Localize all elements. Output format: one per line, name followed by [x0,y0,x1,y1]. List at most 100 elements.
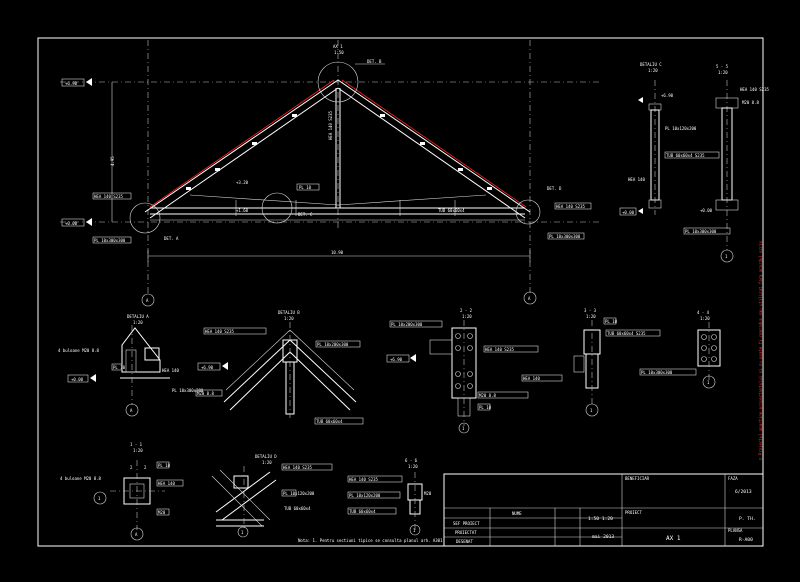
section-66-callout-1: HEA 140 S235 [349,477,378,482]
bolt-mark [186,187,191,190]
detail-d-plate [233,475,249,489]
section-22-callout-2: HEA 140 S235 [485,347,514,352]
detail-b-datum: +6.90 [201,365,214,370]
section-44-bolt [711,334,717,340]
detail-b-callout-box-1 [203,327,267,335]
section-22-bolt [455,383,461,389]
section-22-title: 2 - 2 [460,308,473,313]
detail-d-brace-1 [211,475,263,527]
title-label-beneficiary: BENEFICIAR [625,476,650,481]
section-22-bolt [467,383,473,389]
callout-left-1: HEA 140 S235 [94,194,123,199]
detail-b-rafter-right-3 [289,329,355,391]
section-3-3: 3 - 3 1:20 PL 10 TUB 60x60x4 S235 HEA 14… [521,308,661,417]
callout-right-2: PL 10x300x300 [549,234,581,239]
section-22-bolt [455,333,461,339]
section-22-axis-label: 1 [462,426,465,431]
detail-c: DETALIU C 1:20 +6.90 +0.00 TUB 60x60x4 S… [619,62,720,216]
section-22-callout-box-3 [477,391,529,399]
axis-scale-top: 1:50 [334,50,344,55]
section-22-bolt [467,333,473,339]
axis-bubble-left [141,293,155,307]
title-block: NUME SEF PROIECT PROIECTAT DESENAT 1:50 … [443,473,764,547]
detail-a: DETALIU A 1:20 4 buloane M20 8.8 PL 10 H… [58,314,204,417]
section-33-callout-2: TUB 60x60x4 S235 [607,331,646,336]
detail-d-rafter-2 [221,479,277,521]
detail-d-axis-bubble [237,526,249,538]
section-55-callout-2: PL 10x300x300 [685,229,717,234]
level-marker-top [86,78,92,86]
rafter-bolt-marks [186,114,492,190]
section-22-flange [429,339,453,355]
detail-c-datum-top: +6.90 [661,93,674,98]
section-66-axis-label: 1 [413,528,416,533]
detail-d-callout-box-2 [281,489,297,497]
section-11-label-2b: 2 [144,465,147,470]
detail-c-title: DETALIU C [640,62,662,67]
copyright-note: © Proiectul apartine proiectantului si n… [758,240,763,460]
callout-box-left-1 [92,192,132,200]
detail-b: DETALIU B 1:20 HEA 140 S235 PL 10x200x30… [195,310,364,425]
section-11-axis-bubble-1 [93,491,107,505]
section-11-callout-box-3 [156,479,184,487]
detail-d-axis-label: 1 [241,530,244,535]
section-66-callout-3: TUB 60x60x4 [349,509,376,514]
detail-a-datum: +0.00 [71,377,84,382]
callout-box-right-1 [554,202,592,210]
section-44-axis-bubble [702,375,716,389]
section-55-datum: +0.00 [700,208,713,213]
detail-b-callout-box-2 [315,340,361,348]
detail-d-scale: 1:20 [262,460,272,465]
section-66-callout-2: PL 10x120x200 [349,493,381,498]
detail-a-level-box [67,374,89,383]
section-66-callout-4: M20 [424,491,432,496]
detail-b-callout-1: HEA 140 S235 [205,329,234,334]
title-drawing-name: AX 1 [666,535,681,542]
detail-tag-d: DET. D [547,186,562,191]
dimension-height-text: 4.95 [110,156,115,166]
main-elevation: +6.90 +0.00 4.95 10.90 A A AX 1 1:50 DET… [60,40,600,307]
axis-title-top: AX 1 [333,44,343,49]
detail-tag-c: DET. C [298,212,313,217]
detail-a-callout-box-2 [111,363,123,371]
title-date: mai 2013 [592,534,614,540]
section-22-bolt [467,371,473,377]
detail-tag-b: DET. B [367,59,382,64]
detail-a-axis-bubble [125,403,139,417]
section-33-callout-box-3 [521,374,563,382]
section-2-2: 2 - 2 1:20 PL 10x200x300 HEA 140 S235 M2… [386,308,539,434]
brace-right [337,194,487,206]
section-55-title: 5 - 5 [716,64,729,69]
section-55-axis-label: 1 [725,254,728,259]
section-22-callout-4: PL 10 [479,405,492,410]
section-55-axis-bubble [720,249,734,263]
detail-a-callout-4: PL 10x300x300 [172,388,204,393]
detail-c-callout-1: TUB 60x60x4 S235 [666,153,705,158]
title-row-drawn: DESENAT [456,539,473,544]
detail-d-callout-2: PL 10x120x200 [283,491,315,496]
section-22-callout-box-4 [477,403,491,411]
title-scale: 1:50 1:20 [588,516,613,522]
section-33-callout-box-2 [605,329,661,337]
axis-label-left: A [146,298,149,303]
section-22-callout-box-1 [389,320,443,328]
title-label-sheet: PLANSA [728,528,743,533]
section-22-callout-1: PL 10x200x300 [391,322,423,327]
title-row-designed: PROIECTAT [455,530,477,535]
level-mid: +3.20 [236,180,249,185]
callout-box-center [296,183,320,191]
section-66-axis-bubble [409,524,421,536]
detail-d-title: DETALIU D [255,454,277,459]
title-label-phase: FAZA [728,476,738,481]
section-44-bolt [701,356,707,362]
bolt-mark [458,168,463,171]
section-11-axis-bubble-a [130,527,144,541]
detail-d-rafter-1 [215,471,271,513]
section-11-axis-label: A [135,532,138,537]
section-5-5: 5 - 5 1:20 HEA 140 S235 +0.00 PL 10x300x… [683,64,769,263]
section-1-1: 1 - 1 1:20 2 2 4 buloane M20 8.8 PL 10 H… [60,442,184,541]
rafter-right-flange [341,79,527,208]
callout-box-left-2 [92,236,132,244]
detail-b-level-box [197,362,221,371]
